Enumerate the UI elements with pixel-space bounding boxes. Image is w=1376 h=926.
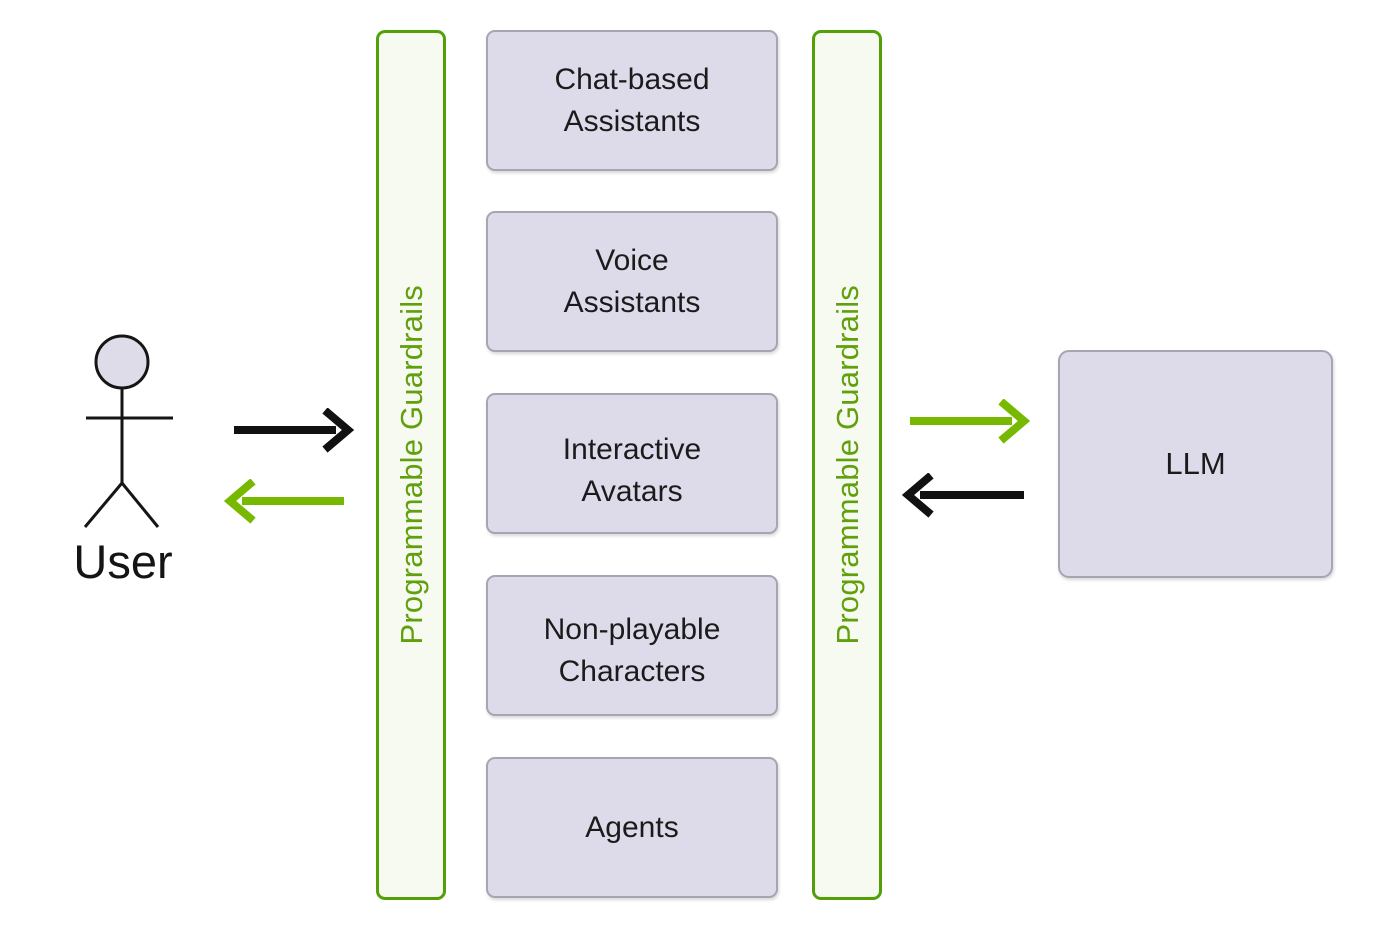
person-right-leg-line [120, 482, 160, 528]
app-box-label: Chat-based Assistants [554, 59, 709, 141]
guardrail-label-right: Programmable Guardrails [829, 285, 865, 645]
user-request-arrow [234, 408, 355, 453]
user-label: User [73, 535, 173, 588]
app-box-line2: Avatars [581, 474, 683, 508]
llm-box[interactable]: LLM [1058, 350, 1333, 578]
app-box-chat-based-assistants[interactable]: Chat-based Assistants [486, 30, 778, 171]
app-box-agents[interactable]: Agents [486, 757, 778, 898]
app-box-line2: Assistants [563, 104, 701, 138]
app-box-line1: Agents [585, 810, 679, 844]
guarded-prompt-arrow [910, 399, 1031, 444]
person-head-icon [94, 334, 150, 390]
person-left-leg-line [83, 482, 124, 528]
guardrail-column-left[interactable]: Programmable Guardrails [376, 30, 446, 900]
app-box-label: Interactive Avatars [563, 429, 701, 511]
app-box-voice-assistants[interactable]: Voice Assistants [486, 211, 778, 352]
guarded-response-arrow [224, 479, 344, 524]
app-box-label: Agents [585, 807, 678, 848]
user-actor: User [48, 330, 198, 590]
llm-response-arrow [902, 473, 1024, 518]
app-box-line2: Assistants [563, 285, 701, 319]
guardrail-column-right[interactable]: Programmable Guardrails [812, 30, 882, 900]
app-box-interactive-avatars[interactable]: Interactive Avatars [486, 393, 778, 534]
app-box-label: Voice Assistants [564, 240, 701, 322]
app-box-line1: Voice [595, 244, 669, 278]
guardrail-label-left: Programmable Guardrails [393, 285, 429, 645]
app-box-line1: Interactive [562, 433, 702, 467]
app-box-line1: Chat-based [554, 63, 710, 97]
llm-label: LLM [1165, 446, 1226, 481]
app-box-line2: Characters [558, 654, 706, 688]
app-box-label: Non-playable Characters [544, 609, 721, 691]
stick-figure-icon [83, 334, 173, 528]
app-box-line1: Non-playable [543, 613, 721, 647]
app-box-non-playable-characters[interactable]: Non-playable Characters [486, 575, 778, 716]
